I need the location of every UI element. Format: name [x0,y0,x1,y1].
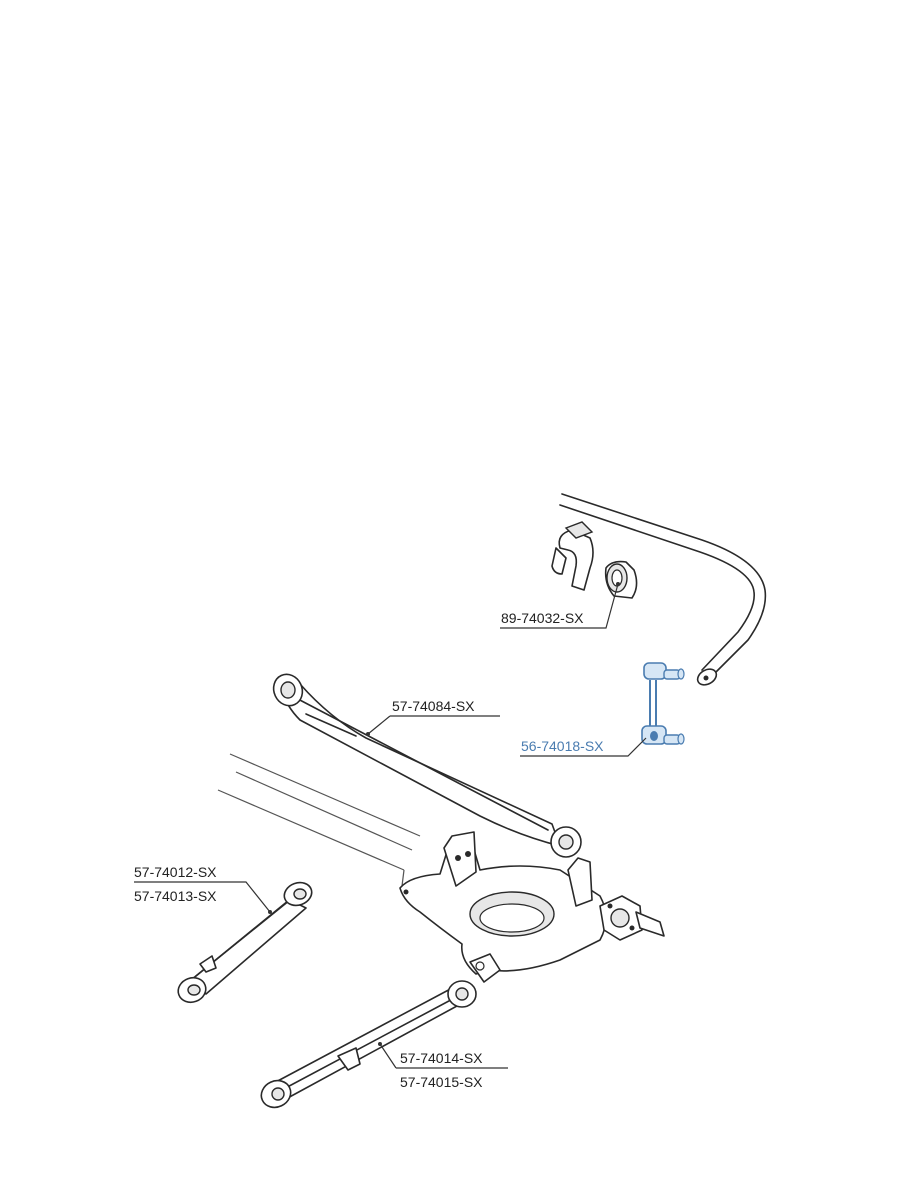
trailing-arm-part [272,673,582,858]
leader-end-link [520,737,647,757]
stabilizer-bushing-part [551,521,638,599]
label-bushing: 89-74032-SX [501,610,584,626]
leader-trailing-arm [367,715,500,735]
label-trailing-arm: 57-74084-SX [392,698,475,714]
label-lower-arm-a: 57-74014-SX [400,1050,483,1066]
leader-lines [134,582,647,1069]
label-upper-arm-a: 57-74012-SX [134,864,217,880]
stabilizer-bar [559,493,767,686]
leader-upper-arm [134,881,271,913]
subframe [217,753,421,887]
leader-bushing [500,583,619,629]
label-end-link: 56-74018-SX [521,738,604,754]
leader-lower-arm [379,1043,508,1069]
lower-lateral-arm-part [260,980,477,1109]
knuckle-part [399,831,665,983]
label-upper-arm-b: 57-74013-SX [134,888,217,904]
end-link-part [641,662,685,745]
label-lower-arm-b: 57-74015-SX [400,1074,483,1090]
upper-lateral-arm-part [177,881,313,1004]
